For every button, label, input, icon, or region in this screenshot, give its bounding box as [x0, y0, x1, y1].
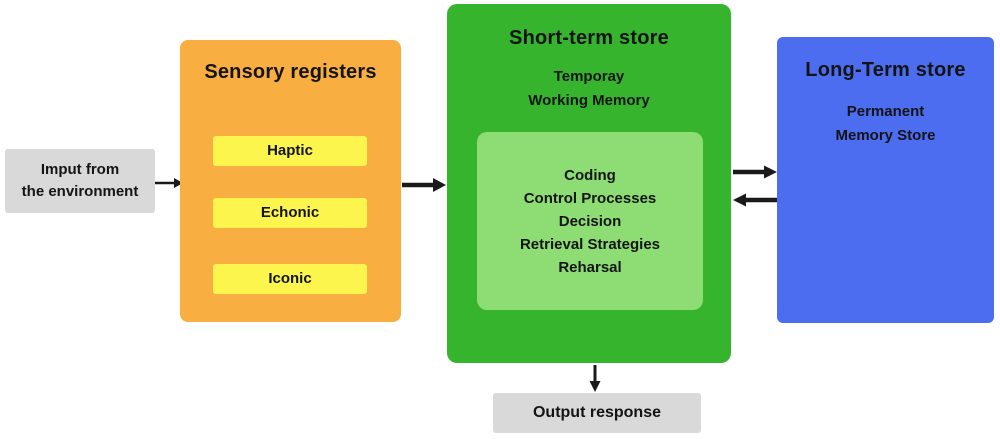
output-response-label: Output response	[532, 404, 661, 421]
arrow-short-term-to-long-term-icon	[733, 165, 777, 179]
sensory-registers-box: Sensory registers Haptic Echonic Iconic	[180, 40, 401, 322]
long-term-subtitle-line2: Memory Store	[835, 127, 936, 144]
short-term-store-title: Short-term store	[509, 27, 669, 49]
register-iconic-label: Iconic	[268, 270, 312, 287]
control-processes-box: Coding Control Processes Decision Retrie…	[477, 132, 703, 310]
process-item-coding: Coding	[564, 166, 616, 184]
input-from-environment-box: Imput from the environment	[5, 149, 155, 213]
register-echonic-label: Echonic	[260, 204, 320, 221]
arrow-sensory-to-short-term-icon	[402, 178, 446, 192]
arrow-short-term-to-output-icon	[589, 365, 601, 392]
long-term-store-title: Long-Term store	[805, 59, 966, 81]
input-box-text-line2: the environment	[21, 183, 139, 200]
register-echonic-box: Echonic	[213, 198, 367, 228]
arrow-input-to-sensory-icon	[155, 178, 183, 188]
short-term-store-box: Short-term store Temporay Working Memory…	[447, 4, 731, 363]
arrow-long-term-to-short-term-icon	[733, 193, 777, 207]
register-haptic-label: Haptic	[267, 142, 313, 159]
process-item-reharsal: Reharsal	[558, 258, 622, 276]
long-term-subtitle-line1: Permanent	[846, 103, 925, 120]
register-haptic-box: Haptic	[213, 136, 367, 166]
process-item-retrieval-strategies: Retrieval Strategies	[519, 235, 661, 253]
short-term-store-subtitle: Temporay Working Memory	[447, 65, 731, 113]
output-response-box: Output response	[493, 393, 701, 433]
register-iconic-box: Iconic	[213, 264, 367, 294]
process-item-control-processes: Control Processes	[523, 189, 657, 207]
short-term-subtitle-line1: Temporay	[553, 68, 625, 85]
input-box-text-line1: Imput from	[40, 161, 120, 178]
short-term-subtitle-line2: Working Memory	[528, 92, 650, 109]
long-term-store-subtitle: Permanent Memory Store	[777, 100, 994, 148]
long-term-store-box: Long-Term store Permanent Memory Store	[777, 37, 994, 323]
sensory-registers-title: Sensory registers	[204, 61, 377, 83]
process-item-decision: Decision	[558, 212, 622, 230]
